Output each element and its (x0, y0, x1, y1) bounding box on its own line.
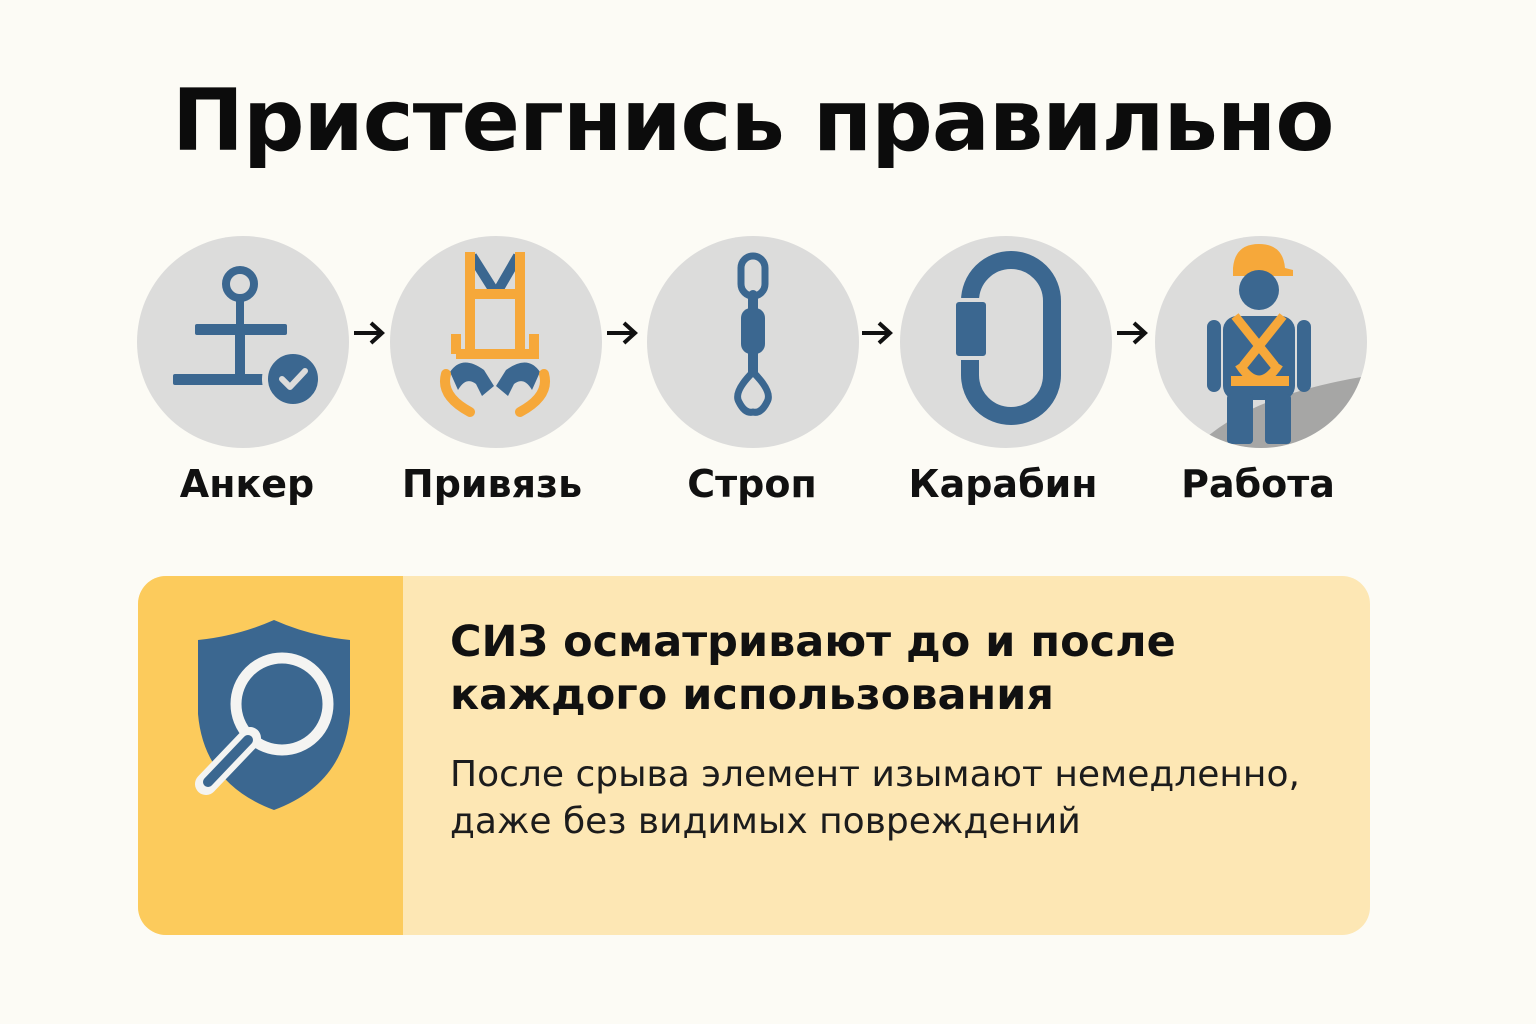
shield-magnifier-icon (195, 620, 350, 810)
harness-icon (440, 252, 550, 417)
step-anchor (137, 236, 349, 448)
step-label-lanyard: Строп (687, 462, 817, 506)
notice-heading: СИЗ осматривают до и после каждого испол… (450, 617, 1176, 721)
notice-text: После срыва элемент изымают немедленно, … (450, 754, 1300, 842)
step-label-carabiner: Карабин (908, 462, 1098, 506)
worker-icon (1195, 244, 1367, 448)
step-harness (390, 236, 602, 448)
arrow-right-icon (862, 321, 893, 345)
step-label-harness: Привязь (401, 462, 583, 506)
step-label-anchor: Анкер (179, 462, 315, 506)
step-worker (1155, 236, 1367, 448)
step-label-worker: Работа (1181, 462, 1335, 506)
anchor-point-icon (173, 266, 324, 410)
page-title: Пристегнись правильно (172, 71, 1334, 171)
carabiner-icon (952, 251, 1061, 425)
arrow-right-icon (354, 321, 385, 345)
lanyard-icon (734, 252, 772, 416)
arrow-right-icon (607, 321, 638, 345)
step-carabiner (900, 236, 1112, 448)
arrow-right-icon (1117, 321, 1148, 345)
step-lanyard (647, 236, 859, 448)
notice-card: СИЗ осматривают до и после каждого испол… (138, 576, 1370, 935)
notice-card-accent (138, 576, 403, 935)
